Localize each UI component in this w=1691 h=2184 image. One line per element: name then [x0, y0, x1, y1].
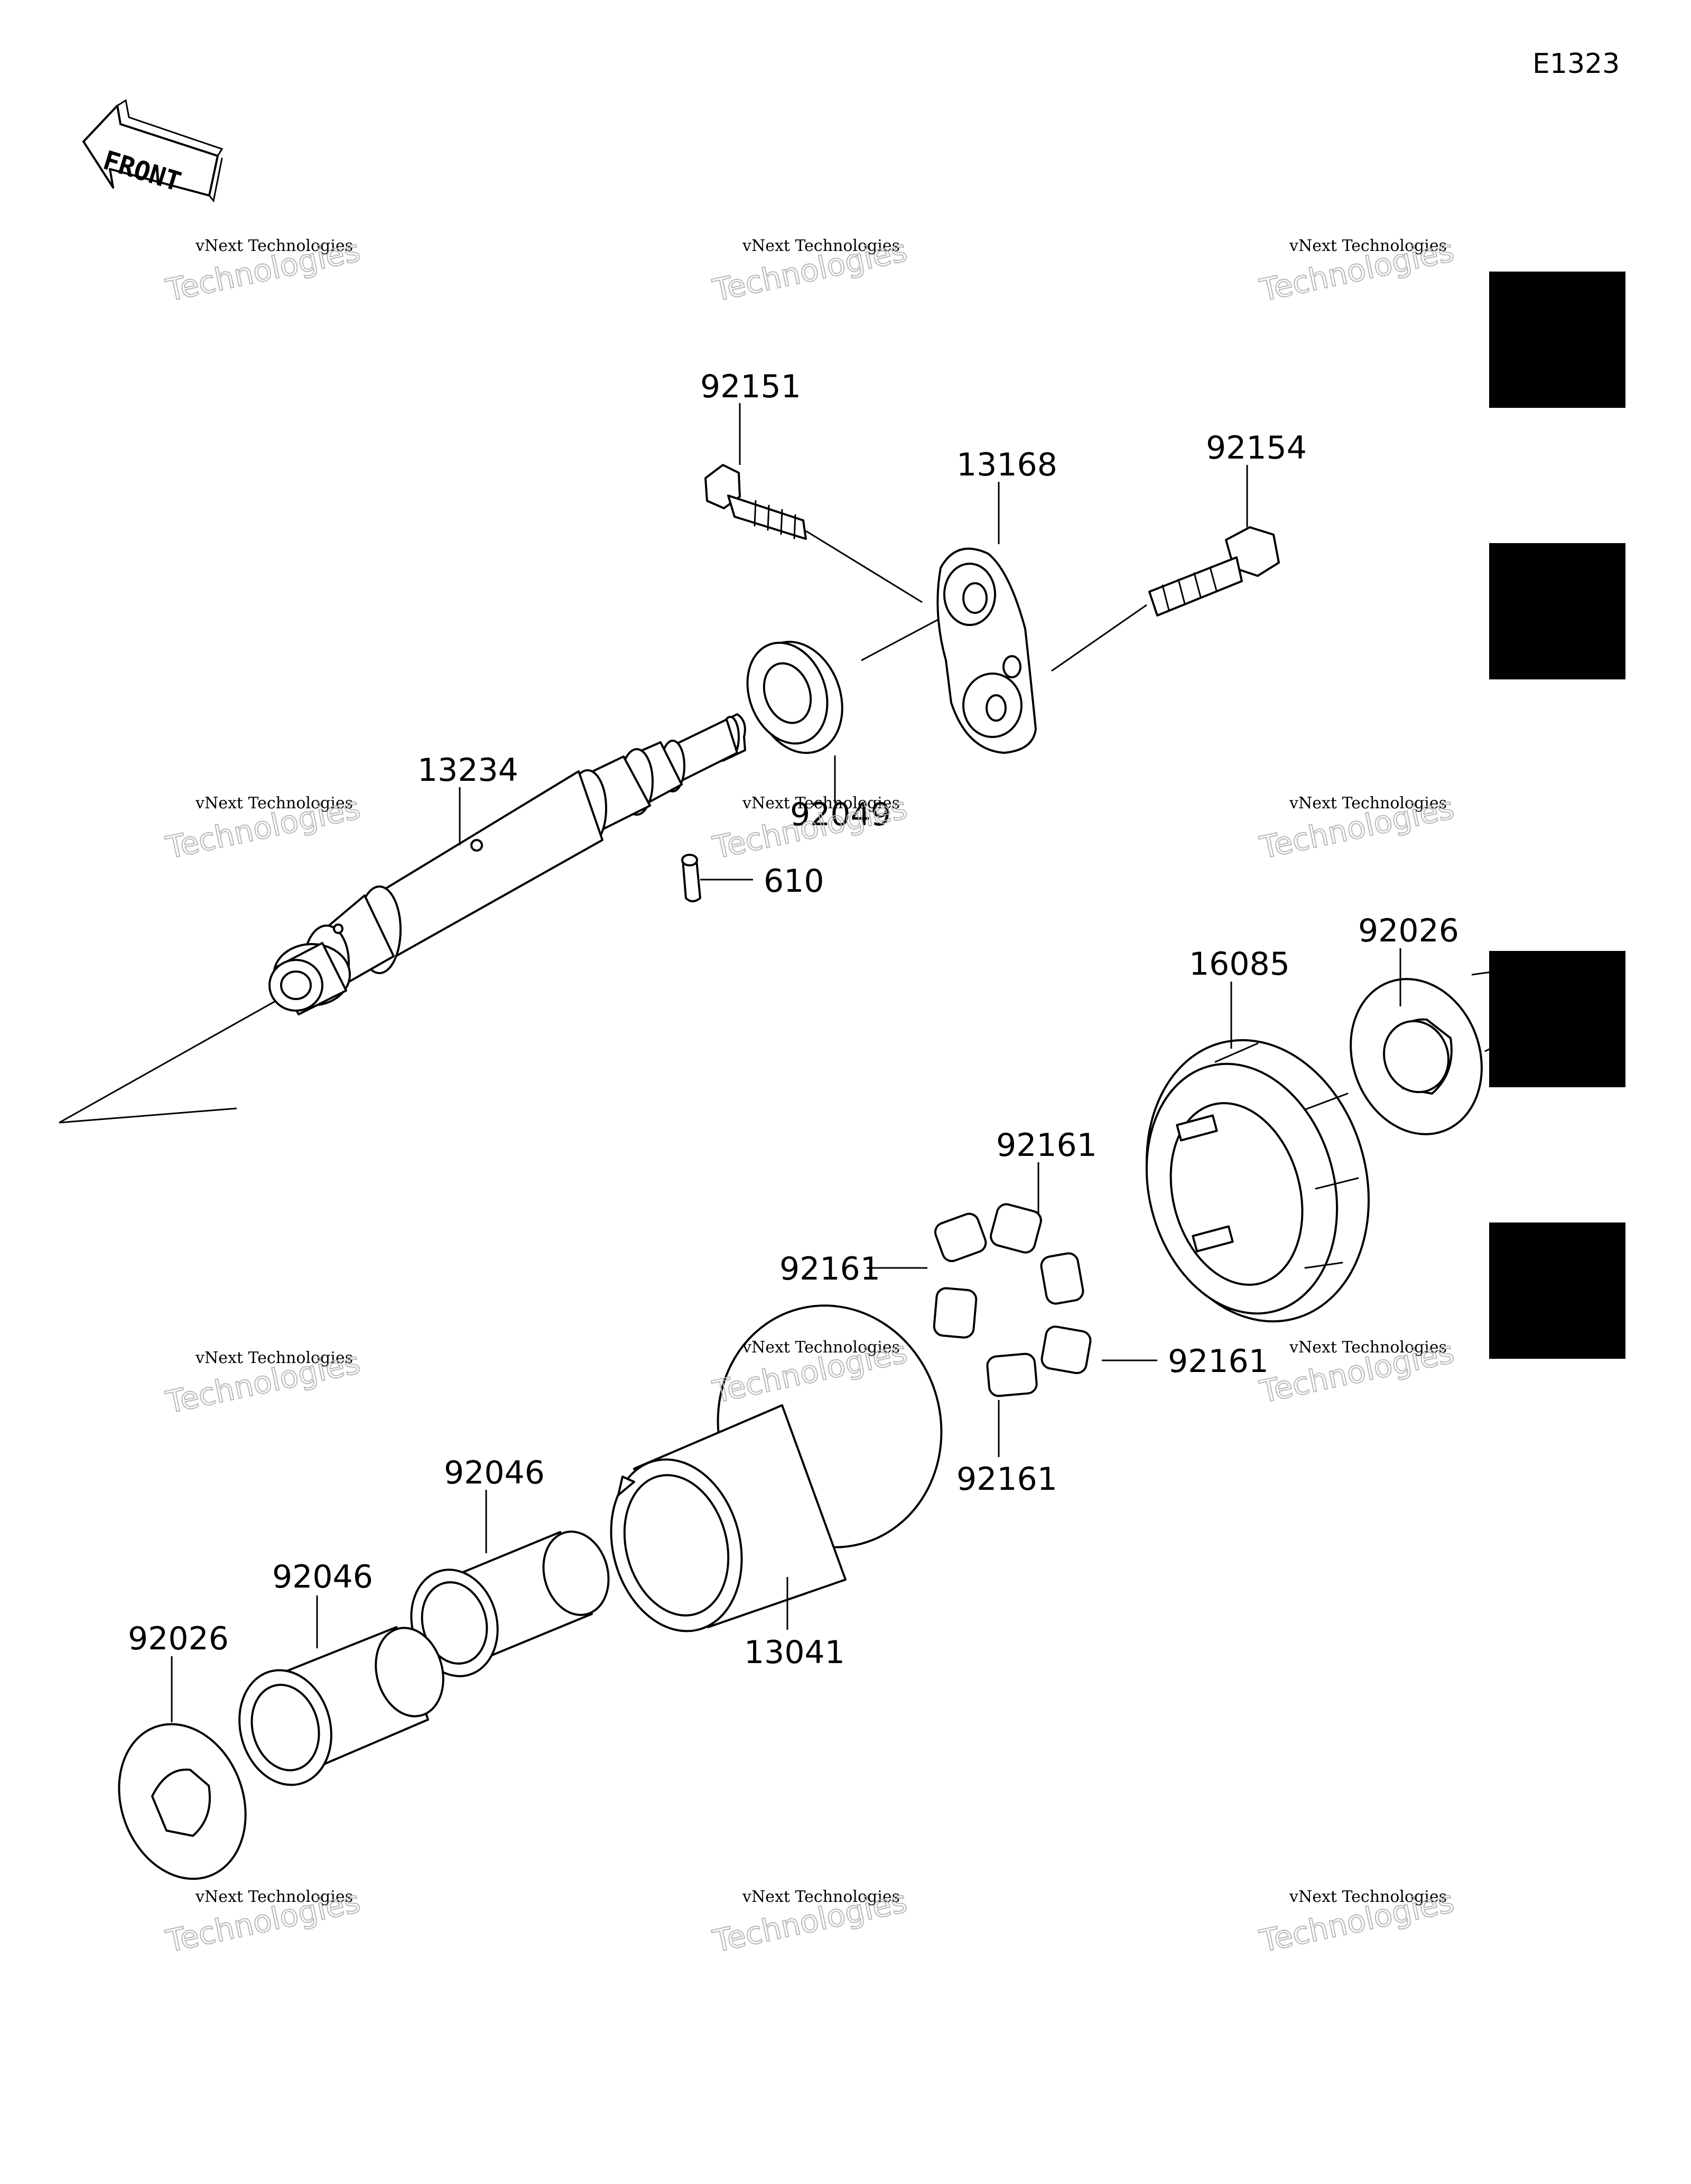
- callout-92161-left: 92161: [779, 1250, 880, 1287]
- needle-bearing-upper[interactable]: [399, 1524, 617, 1686]
- callout-92026-upper: 92026: [1358, 912, 1459, 949]
- callout-610: 610: [764, 863, 824, 900]
- index-tab-2[interactable]: [1489, 543, 1625, 679]
- watermark-12: vNext Technologies Technologies: [1256, 1883, 1458, 1960]
- callout-13041: 13041: [744, 1634, 845, 1671]
- gear-hub[interactable]: [592, 1280, 968, 1646]
- svg-text:vNext Technologies: vNext Technologies: [195, 1349, 353, 1367]
- index-tab-3[interactable]: [1489, 951, 1625, 1087]
- svg-text:vNext Technologies: vNext Technologies: [1289, 1338, 1447, 1357]
- callout-16085: 16085: [1189, 946, 1290, 983]
- svg-text:vNext Technologies: vNext Technologies: [742, 1338, 900, 1357]
- balancer-gear[interactable]: [1116, 1015, 1399, 1347]
- watermark-5: vNext Technologies Technologies: [709, 789, 911, 866]
- callout-92049: 92049: [790, 796, 891, 833]
- svg-text:vNext Technologies: vNext Technologies: [1289, 237, 1447, 255]
- watermark-9: vNext Technologies Technologies: [1256, 1333, 1458, 1411]
- balancer-shaft[interactable]: [268, 713, 746, 1015]
- thrust-washer-upper[interactable]: [1330, 958, 1586, 1153]
- svg-text:vNext Technologies: vNext Technologies: [195, 794, 353, 813]
- watermark-1: vNext Technologies Technologies: [162, 232, 364, 309]
- shaft-axis-line-2: [59, 1107, 237, 1124]
- index-tab-1[interactable]: [1489, 272, 1625, 408]
- front-arrow-icon: FRONT: [82, 99, 224, 203]
- svg-text:vNext Technologies: vNext Technologies: [742, 1888, 900, 1906]
- callout-92154: 92154: [1206, 430, 1307, 466]
- svg-text:vNext Technologies: vNext Technologies: [1289, 794, 1447, 813]
- watermark-3: vNext Technologies Technologies: [1256, 232, 1458, 309]
- bolt-92154[interactable]: [1051, 526, 1280, 672]
- index-tab-4[interactable]: [1489, 1222, 1625, 1359]
- thrust-washer-lower[interactable]: [98, 1706, 267, 1897]
- callout-13168: 13168: [956, 446, 1057, 483]
- callout-92046-upper: 92046: [444, 1454, 545, 1491]
- callout-92161-top: 92161: [996, 1127, 1097, 1164]
- damper-set[interactable]: [933, 1202, 1092, 1397]
- watermark-7: vNext Technologies Technologies: [162, 1344, 364, 1421]
- dowel-pin[interactable]: [681, 854, 701, 902]
- svg-text:vNext Technologies: vNext Technologies: [195, 1888, 353, 1906]
- diagram-code: E1323: [1532, 48, 1620, 80]
- shaft-axis-line: [59, 997, 281, 1124]
- needle-bearing-lower[interactable]: [227, 1620, 452, 1795]
- bolt-92151[interactable]: [704, 464, 923, 603]
- callout-13234: 13234: [417, 752, 518, 789]
- watermark-2: vNext Technologies Technologies: [709, 232, 911, 309]
- callout-92161-bottom: 92161: [956, 1461, 1057, 1498]
- oil-seal[interactable]: [734, 629, 857, 766]
- watermark-11: vNext Technologies Technologies: [709, 1883, 911, 1960]
- callout-92161-right: 92161: [1168, 1343, 1269, 1380]
- watermark-4: vNext Technologies Technologies: [162, 789, 364, 866]
- svg-text:vNext Technologies: vNext Technologies: [1289, 1888, 1447, 1906]
- bracket-axis-line: [861, 614, 946, 661]
- watermark-6: vNext Technologies Technologies: [1256, 789, 1458, 866]
- svg-text:vNext Technologies: vNext Technologies: [742, 237, 900, 255]
- balancer-bracket[interactable]: [936, 547, 1037, 754]
- svg-text:vNext Technologies: vNext Technologies: [195, 237, 353, 255]
- callout-92151: 92151: [700, 368, 801, 405]
- callout-92046-lower: 92046: [272, 1558, 373, 1595]
- svg-text:vNext Technologies: vNext Technologies: [742, 794, 900, 813]
- callout-92026-lower: 92026: [128, 1620, 229, 1657]
- watermark-10: vNext Technologies Technologies: [162, 1883, 364, 1960]
